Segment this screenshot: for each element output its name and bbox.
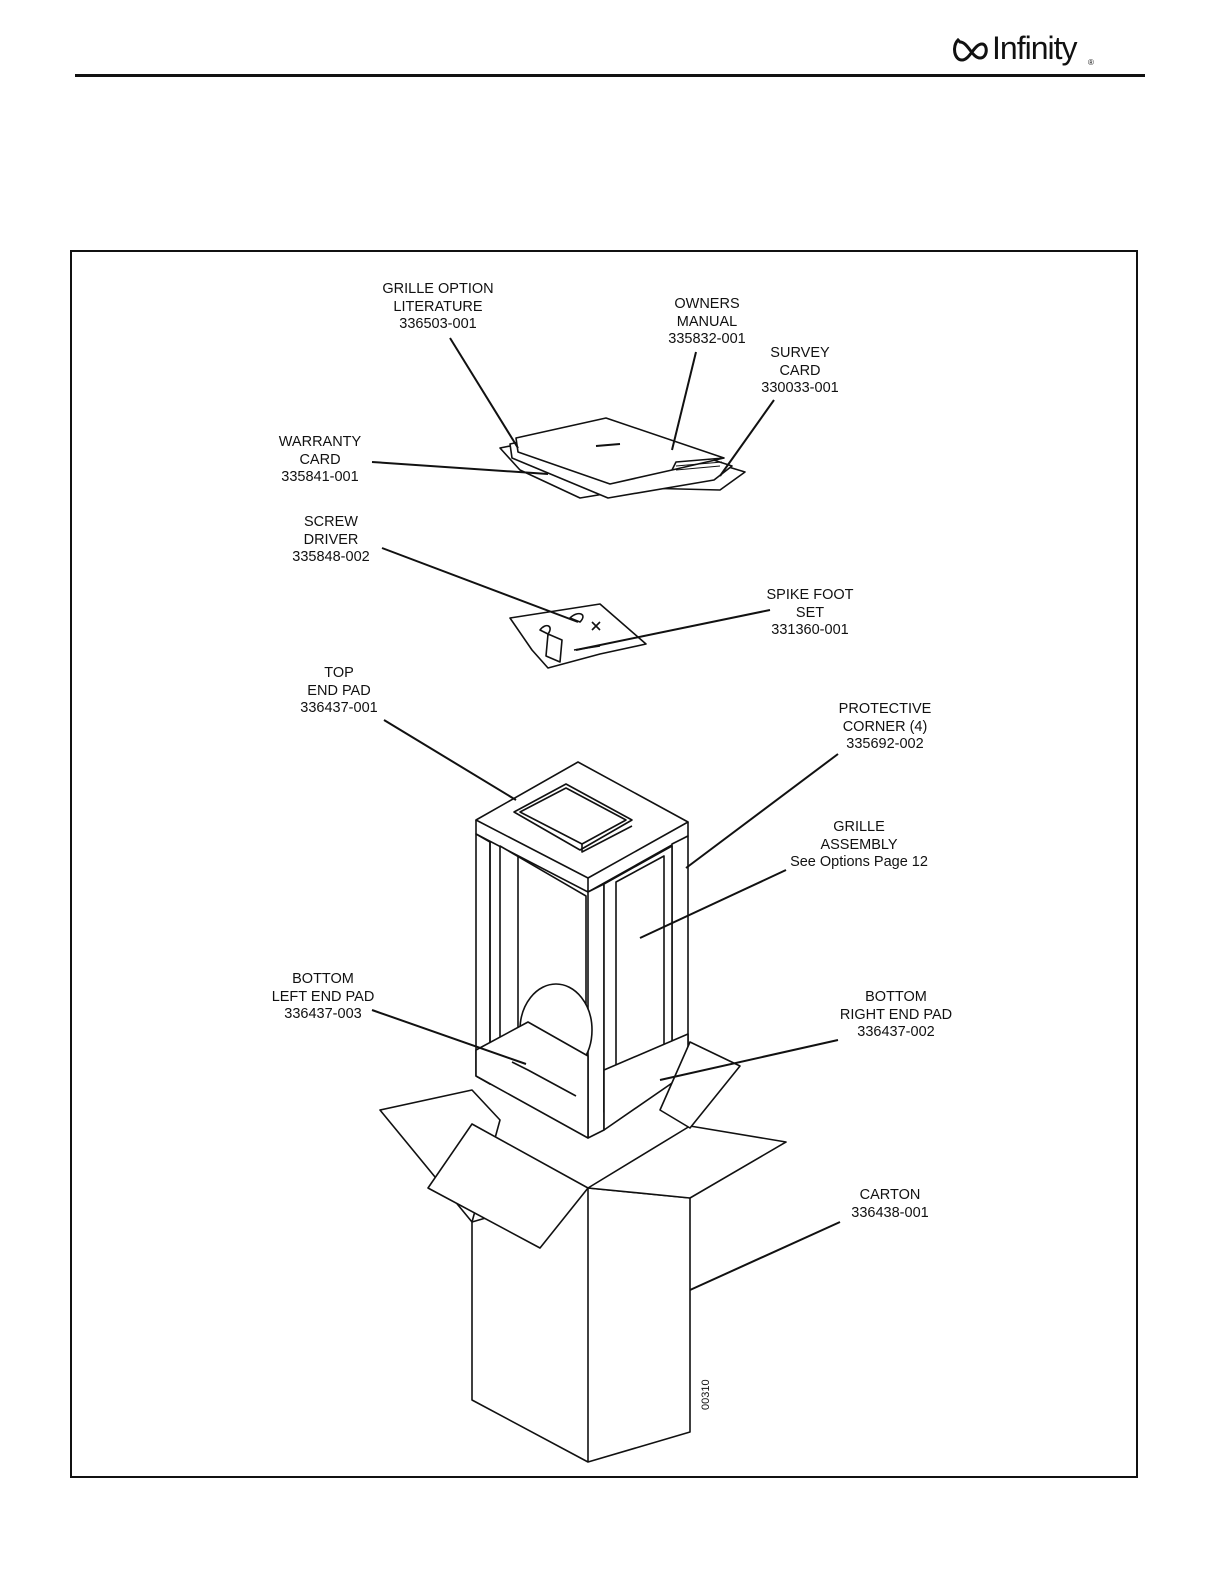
callout-bottom-left-end-pad: BOTTOM LEFT END PAD 336437-003 xyxy=(271,971,375,1022)
callout-carton: CARTON 336438-001 xyxy=(851,1187,929,1221)
leader-lines xyxy=(371,337,841,1291)
callout-grille-option-literature: GRILLE OPTION LITERATURE 336503-001 xyxy=(382,281,494,332)
header-rule xyxy=(75,74,1145,77)
callout-survey-card: SURVEY CARD 330033-001 xyxy=(761,345,839,396)
brand-registered-mark: ® xyxy=(1088,58,1094,67)
figure-code: 00310 xyxy=(700,1379,712,1410)
diagram-frame xyxy=(70,250,1138,1478)
bottom-end-pads xyxy=(475,1021,689,1139)
infinity-logo-icon xyxy=(953,37,988,62)
callout-bottom-right-end-pad: BOTTOM RIGHT END PAD 336437-002 xyxy=(839,989,953,1040)
callout-screw-driver: SCREW DRIVER 335848-002 xyxy=(292,514,370,565)
callout-protective-corner: PROTECTIVE CORNER (4) 335692-002 xyxy=(838,701,932,752)
callout-warranty-card: WARRANTY CARD 335841-001 xyxy=(278,434,362,485)
carton xyxy=(379,1041,787,1463)
callout-grille-assembly: GRILLE ASSEMBLY See Options Page 12 xyxy=(790,819,928,870)
brand-name: Infinity xyxy=(992,30,1077,66)
spike-foot-bag xyxy=(509,603,647,669)
callout-top-end-pad: TOP END PAD 336437-001 xyxy=(300,665,378,716)
callout-spike-foot-set: SPIKE FOOT SET 331360-001 xyxy=(766,587,854,638)
literature-pack xyxy=(499,417,746,499)
callout-owners-manual: OWNERS MANUAL 335832-001 xyxy=(668,296,746,347)
top-end-pad xyxy=(475,761,689,893)
